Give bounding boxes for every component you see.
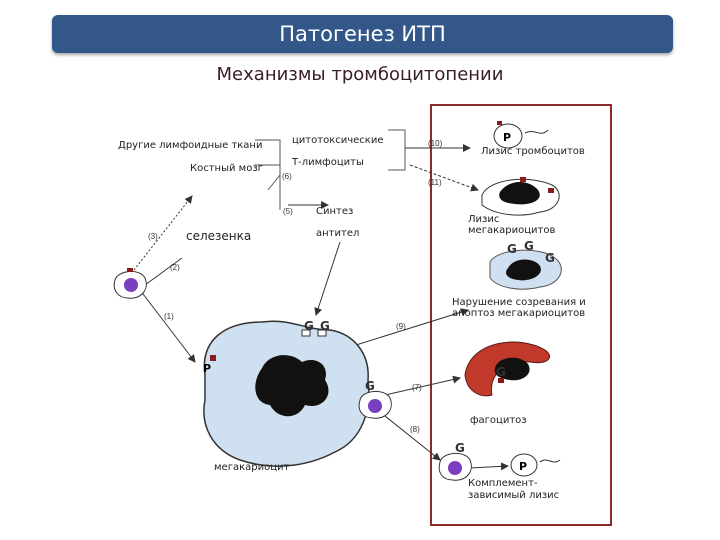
label-other-lymphoid: Другие лимфоидные ткани [118,140,263,151]
label-complement-2: зависимый лизис [468,490,560,501]
step-number: (9) [396,322,406,331]
label-cytotoxic-2: Т-лимфоциты [292,157,364,168]
step-number: (5) [283,207,293,216]
label-synthesis: Синтез [316,206,354,217]
step-number: (11) [428,178,442,187]
svg-text:G: G [365,379,375,393]
step-number: (3) [148,232,158,241]
p-receptor-label: P [519,460,527,473]
label-mk-lysis-1: Лизис [468,214,500,225]
label-maturation-2: апоптоз мегакариоцитов [452,308,586,319]
complement-platelet [469,453,561,477]
svg-text:G: G [320,319,330,333]
antibody-glyphs: G G G G G G G G [304,239,555,455]
page-title: Патогенез ИТП [279,22,446,46]
step-number: (1) [164,312,174,321]
mk-lysis-cell [481,177,560,216]
label-megakaryocyte: мегакариоцит [214,462,290,473]
label-platelet-lysis: Лизис тромбоцитов [481,146,585,157]
label-phagocytosis: фагоцитоз [470,415,527,426]
page-subtitle: Механизмы тромбоцитопении [216,64,504,85]
step-number: (10) [428,139,443,148]
label-complement-1: Комплемент- [468,478,538,489]
phagocyte-cell [464,341,550,397]
megakaryocyte-cell [203,320,370,467]
lymphocyte-center [358,391,392,419]
arrows [133,144,479,461]
label-maturation-1: Нарушение созревания и [452,297,586,308]
label-cytotoxic-1: цитотоксические [292,135,384,146]
outcome-panel [430,104,612,526]
step-number: (6) [282,172,292,181]
svg-text:G: G [455,441,465,455]
svg-text:G: G [496,365,506,379]
svg-text:G: G [304,319,314,333]
label-mk-lysis-2: мегакариоцитов [468,225,556,236]
tcell-bracket [255,129,406,210]
p-receptor-label: P [203,362,211,375]
platelet-top [493,121,549,149]
label-bone-marrow: Костный мозг [190,163,263,174]
mk-maturation-cell [489,249,562,290]
title-bar: Патогенез ИТП [52,15,673,53]
step-number: (7) [412,383,422,392]
label-spleen: селезенка [186,229,252,243]
lymphocyte-spleen [113,268,147,299]
lymphocyte-bottom [438,453,472,481]
label-antibodies: антител [316,228,360,239]
svg-text:G: G [545,251,555,265]
p-receptor-label: P [503,131,511,144]
svg-text:G: G [507,242,517,256]
svg-text:G: G [524,239,534,253]
step-number: (2) [170,263,180,272]
step-number: (8) [410,425,420,434]
